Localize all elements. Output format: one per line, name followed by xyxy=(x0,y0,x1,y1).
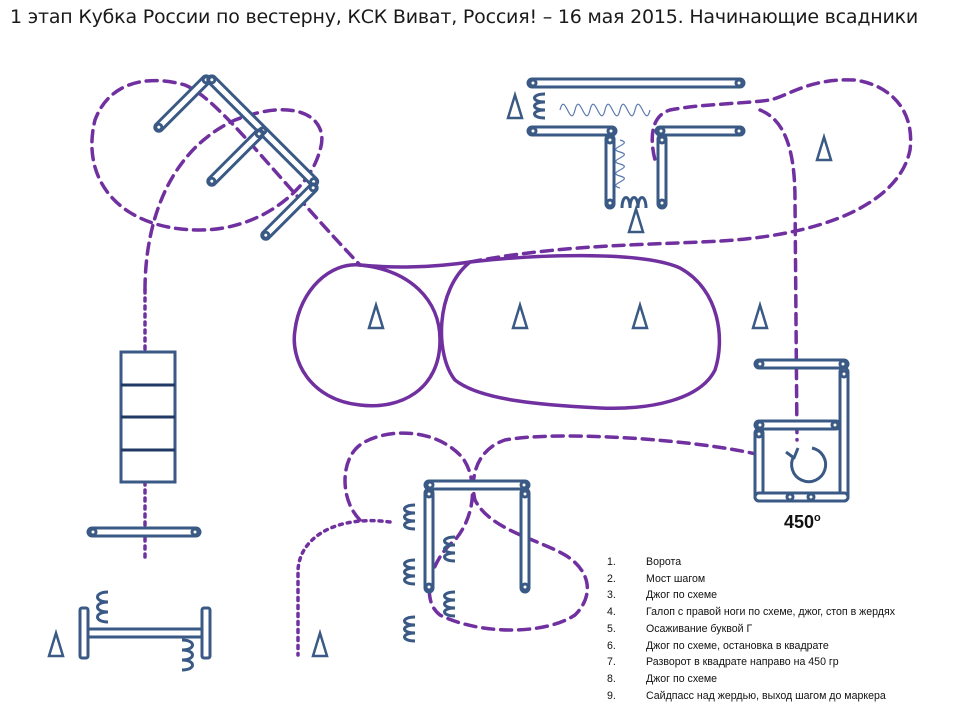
legend-item-text: Галоп с правой ноги по схеме, джог, стоп… xyxy=(646,606,896,619)
cone-marker-icon xyxy=(627,204,645,234)
pole-bottom-left xyxy=(86,526,202,538)
legend-item-number: 8. xyxy=(607,672,616,685)
legend-item-number: 1. xyxy=(607,556,616,568)
legend-item-text: Разворот в квадрате направо на 450 гр xyxy=(646,656,839,669)
legend-item: 4. Галоп с правой ноги по схеме, джог, ст… xyxy=(607,604,895,621)
serpentine-path xyxy=(559,103,651,189)
legend-item-number: 4. xyxy=(607,606,616,619)
spring-marker-icon xyxy=(96,590,194,672)
cone-marker-icon xyxy=(631,300,649,330)
spring-marker-icon xyxy=(403,503,456,643)
legend-item: 7. Разворот в квадрате направо на 450 гр xyxy=(607,654,895,671)
page-title: 1 этап Кубка России по вестерну, КСК Вив… xyxy=(10,6,919,28)
path-jog-right-down xyxy=(758,108,799,442)
legend-item-number: 7. xyxy=(607,656,616,669)
legend-item: 5. Осаживание буквой Г xyxy=(607,621,895,638)
legend-item-number: 9. xyxy=(607,689,616,702)
obstacle-gate xyxy=(153,74,320,241)
cone-marker-icon xyxy=(311,628,329,658)
obstacle-square xyxy=(753,358,850,503)
legend-item-text: Джог по схеме, остановка в квадрате xyxy=(646,639,829,652)
path-jog-bottom xyxy=(343,431,762,632)
cone-markers xyxy=(47,90,833,658)
legend-item: 1. Ворота xyxy=(607,554,895,571)
legend-item-text: Осаживание буквой Г xyxy=(646,622,753,635)
legend-item-text: Мост шагом xyxy=(646,572,706,585)
rotation-angle-label: 450o xyxy=(784,512,821,532)
cone-marker-icon xyxy=(506,90,524,120)
path-jog-top-right xyxy=(468,78,913,264)
cone-marker-icon xyxy=(367,300,385,330)
legend-item-number: 6. xyxy=(607,639,616,652)
path-connector xyxy=(358,260,472,269)
legend-item-number: 3. xyxy=(607,589,616,602)
spring-marker-icon xyxy=(533,92,648,209)
obstacle-h-poles xyxy=(78,606,212,660)
legend-item-number: 2. xyxy=(607,572,616,585)
legend-item-text: Джог по схеме xyxy=(646,589,718,602)
legend-item-text: Ворота xyxy=(646,556,682,568)
legend-item-text: Сайдпасс над жердью, выход шагом до марк… xyxy=(646,689,886,702)
legend-list: 1. Ворота 2. Мост шагом 3. Джог по схеме 4. Гал… xyxy=(607,554,895,704)
obstacle-bridge xyxy=(119,350,177,484)
obstacle-t-poles xyxy=(526,77,746,210)
legend-item: 3. Джог по схеме xyxy=(607,587,895,604)
path-sidepass-walk xyxy=(296,518,392,657)
rotation-arrow-icon xyxy=(785,446,828,484)
legend-item: 8. Джог по схеме xyxy=(607,671,895,688)
cone-marker-icon xyxy=(511,300,529,330)
path-canter-left xyxy=(292,263,442,408)
course-path xyxy=(90,78,913,657)
cone-marker-icon xyxy=(751,300,769,330)
cone-marker-icon xyxy=(47,628,65,658)
cone-marker-icon xyxy=(815,132,833,162)
legend-item: 9. Сайдпасс над жердью, выход шагом до ма… xyxy=(607,688,895,705)
legend-item: 6. Джог по схеме, остановка в квадрате xyxy=(607,638,895,655)
legend-item: 2. Мост шагом xyxy=(607,571,895,588)
path-canter-right xyxy=(439,253,722,410)
legend-item-number: 5. xyxy=(607,622,616,635)
legend-item-text: Джог по схеме xyxy=(646,672,718,685)
path-jog-top-left xyxy=(90,78,362,292)
obstacle-u-poles xyxy=(423,479,531,594)
